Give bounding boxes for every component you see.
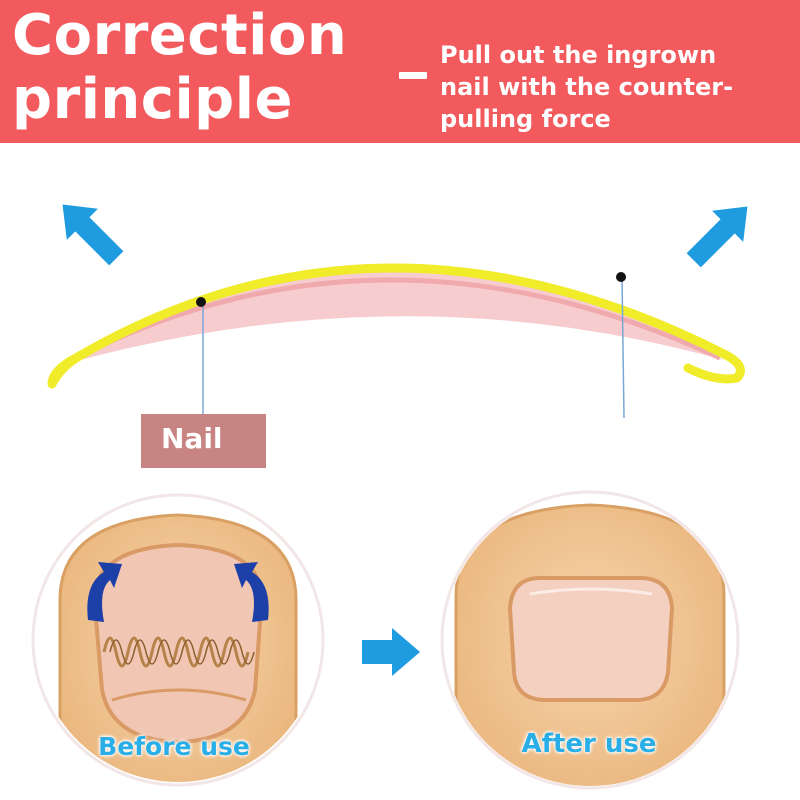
page-title: Correction principle [12,4,347,132]
nail-edge [66,277,722,365]
healthy-nail [507,576,675,702]
before-toe [31,493,325,787]
subtitle-line-2: nail with the counter- [440,73,734,101]
title-line-1: Correction [12,3,348,68]
before-after-illustration [31,490,740,790]
before-use-caption: Before use [98,732,250,761]
nail-leader-dot [196,297,206,307]
title-separator [399,72,427,79]
arrow-right-icon [362,628,420,676]
header-banner [0,0,800,143]
page-subtitle: Pull out the ingrown nail with the count… [440,39,790,135]
after-toe [440,490,740,790]
curved-arrow-right-icon [234,562,269,622]
nail-cross-section-diagram [47,204,748,419]
title-line-2: principle [12,67,293,132]
arrow-up-right-icon [686,206,748,268]
brace-leader-line [621,276,625,419]
curved-arrow-left-icon [87,562,122,622]
nail-label: Nail [161,422,223,455]
brace-leader-dot [616,272,626,282]
correction-spring [102,636,255,668]
after-use-caption: After use [521,729,657,759]
nail-label-box [141,414,266,468]
subtitle-line-1: Pull out the ingrown [440,41,717,69]
correction-brace [47,263,745,389]
arrow-up-left-icon [62,204,124,266]
subtitle-line-3: pulling force [440,105,611,133]
